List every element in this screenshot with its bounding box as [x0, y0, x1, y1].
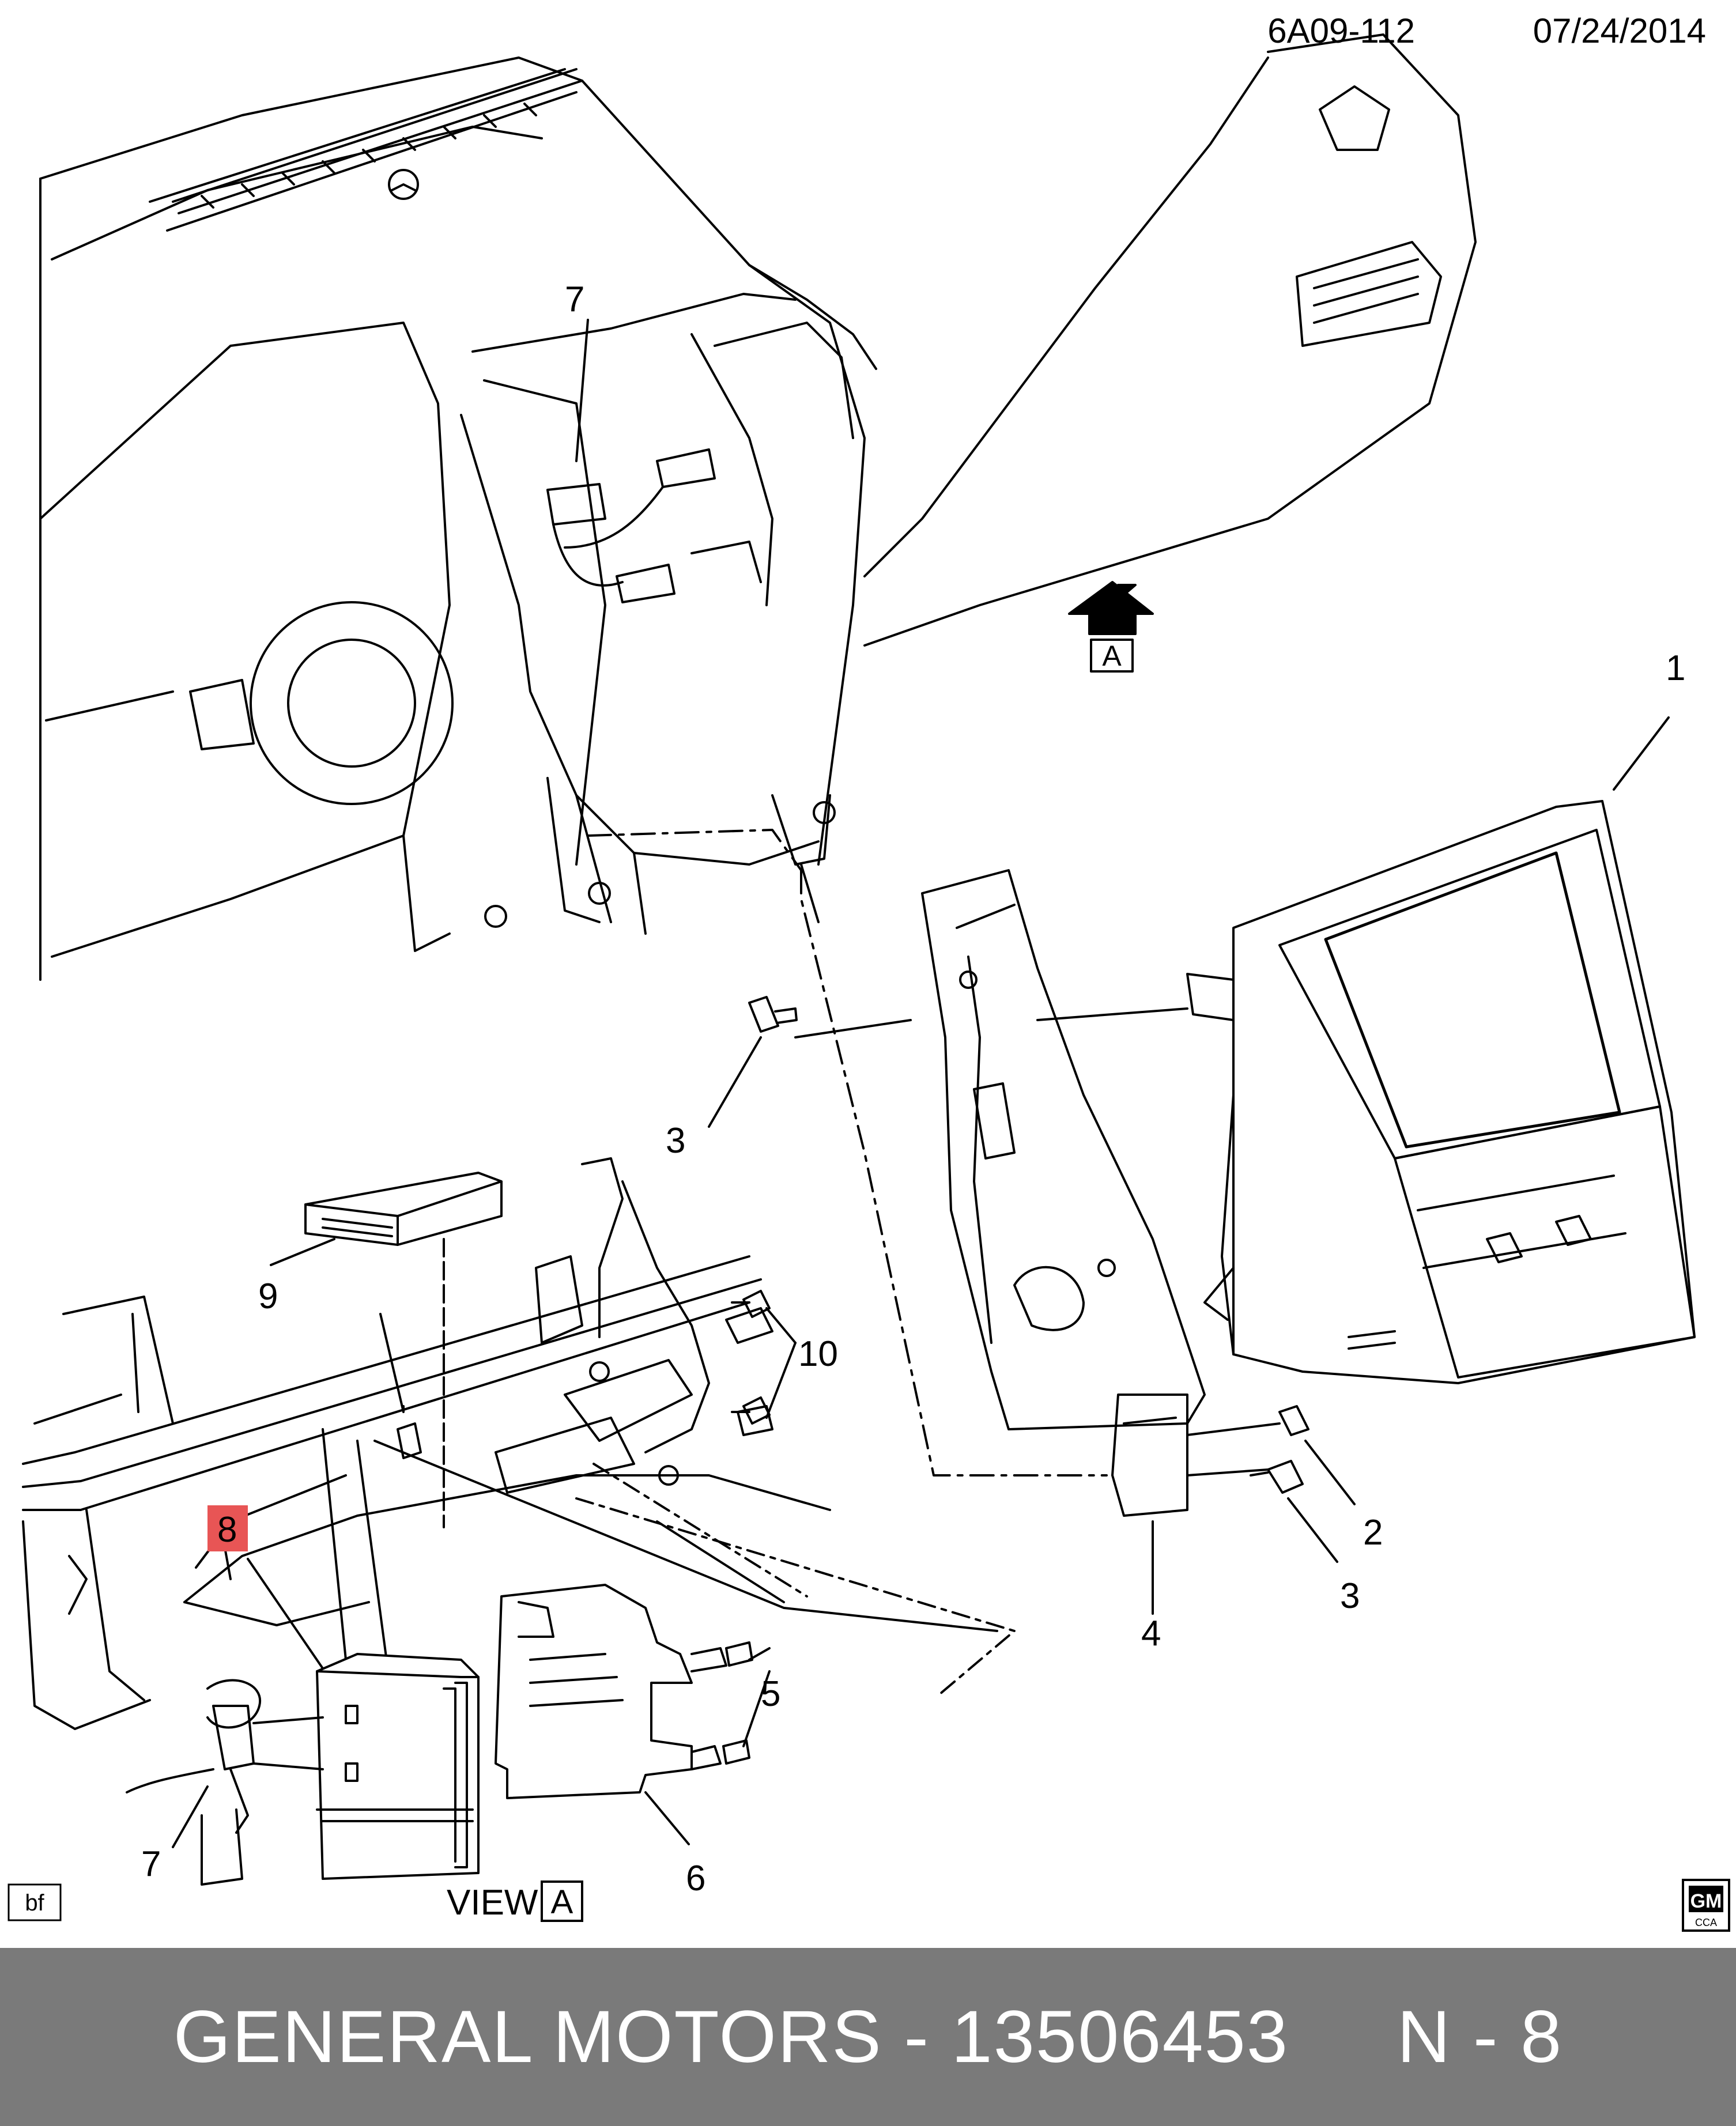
- callout-2: 2: [1363, 1513, 1383, 1553]
- view-label-text: VIEW: [447, 1883, 538, 1923]
- view-a-arrow-letter: A: [1102, 640, 1122, 672]
- footer-caption: GENERAL MOTORS - 13506453 N - 8: [0, 1948, 1736, 2126]
- bf-badge-text: bf: [25, 1890, 44, 1916]
- screw-top: [748, 996, 798, 1033]
- callout-7-bottom: 7: [141, 1844, 161, 1884]
- footer-part-number: 13506453: [951, 1996, 1289, 2078]
- clips-5: [722, 1641, 753, 1765]
- callout-7-top: 7: [565, 280, 584, 319]
- footer-separator: -: [882, 1996, 952, 2078]
- radio-unit: [1186, 800, 1696, 1384]
- callout-9: 9: [258, 1277, 278, 1316]
- callout-6: 6: [686, 1859, 705, 1898]
- callout-10: 10: [798, 1334, 838, 1374]
- footer-bar: [0, 1948, 1736, 2126]
- module-9: [304, 1172, 503, 1246]
- parts-diagram: 6A09-112 07/24/2014 A 7 1 3 9 10 8 2 3 4…: [7, 12, 1730, 1932]
- view-label-letter: A: [551, 1883, 573, 1921]
- module-8: [316, 1653, 480, 1880]
- footer-spacer: [1289, 1995, 1397, 2079]
- gm-logo-sub: CCA: [1695, 1917, 1717, 1928]
- callout-8-highlight: [207, 1505, 248, 1551]
- callout-3-top: 3: [666, 1121, 685, 1161]
- cross-car-beam: [22, 1157, 831, 1730]
- callout-5: 5: [761, 1674, 780, 1714]
- bf-badge-box: [7, 1883, 62, 1921]
- gm-logo-brand: GM: [1690, 1890, 1722, 1912]
- dashboard-upper: [39, 33, 1477, 981]
- footer-manufacturer: GENERAL MOTORS: [173, 1996, 882, 2078]
- view-label-box: [541, 1880, 583, 1922]
- harness-7-bottom: [126, 1679, 324, 1886]
- gm-logo: GM CCA: [1682, 1879, 1730, 1932]
- footer-suffix: N - 8: [1397, 1996, 1563, 2078]
- callout-3-bottom: 3: [1340, 1576, 1360, 1616]
- diagram-code: 6A09-112: [1267, 12, 1415, 50]
- callout-8: 8: [217, 1510, 237, 1550]
- fasteners-right: [1250, 1405, 1309, 1494]
- radio-bracket: [921, 869, 1206, 1517]
- diagram-date: 07/24/2014: [1533, 12, 1706, 50]
- callout-1: 1: [1666, 648, 1685, 688]
- callout-4: 4: [1141, 1614, 1161, 1653]
- bracket-6: [495, 1584, 727, 1799]
- view-a-arrow: [1068, 581, 1154, 673]
- bolts-10: [731, 1290, 771, 1425]
